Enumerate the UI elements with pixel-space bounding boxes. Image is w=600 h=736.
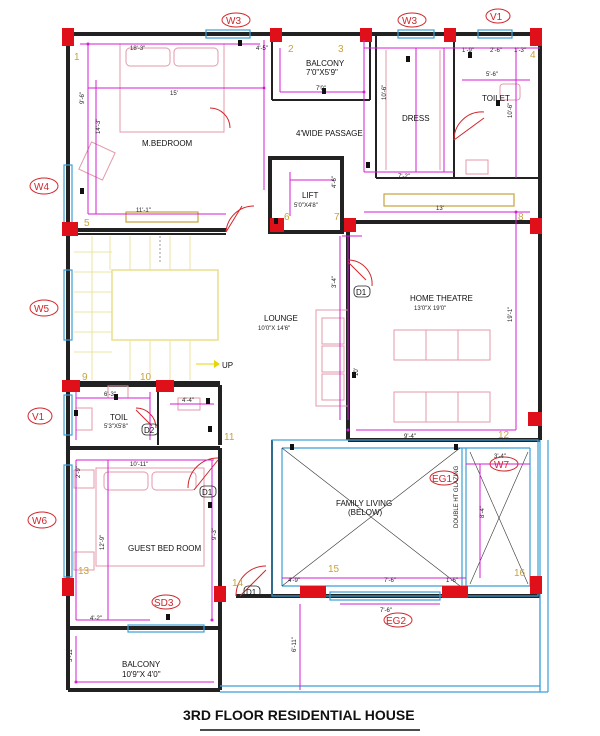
col-num-8: 8 [518, 212, 524, 223]
room-dim-home-theatre: 13'0"X 19'0" [414, 306, 446, 312]
stair-up-label: UP [222, 361, 233, 370]
dim-ht-width: 13' [436, 206, 444, 212]
dim-guest-top: 10'-11" [130, 462, 148, 468]
tag-d1-bottom: D1 [246, 588, 257, 597]
staircase [74, 236, 220, 380]
tag-d1-guest: D1 [202, 488, 213, 497]
col-num-4: 4 [530, 50, 536, 61]
room-dim-lift: 5'0"X4'8" [294, 203, 318, 209]
dim-mb-inner: 15' [170, 91, 178, 97]
dim-eg2-width: 7'-6" [380, 608, 392, 614]
columns [62, 28, 542, 602]
dim-w7-width: 3'-4" [494, 454, 506, 460]
dim-lounge-height: 10' [354, 368, 360, 376]
room-label-lift: LIFT [302, 191, 319, 200]
dim-toil-width: 6'-3" [104, 392, 116, 398]
room-dim-lounge: 10'0"X 14'6" [258, 326, 290, 332]
dim-dress-height: 10'-6" [382, 85, 388, 100]
tag-w6: W6 [32, 516, 47, 527]
tag-d2: D2 [144, 426, 155, 435]
dim-w7-height: 8'-4" [480, 506, 486, 518]
room-label-guest-bedroom: GUEST BED ROOM [128, 544, 202, 553]
dim-ht-bottom: 9'-4" [404, 434, 416, 440]
dim-dress-bottom: 7'-2" [398, 174, 410, 180]
col-num-13: 13 [78, 566, 90, 577]
windows [63, 29, 513, 633]
room-label-guest-toilet: TOIL [110, 413, 128, 422]
col-num-15: 15 [328, 564, 340, 575]
dim-mid-height: 4'-6" [332, 176, 338, 188]
col-num-11: 11 [224, 432, 235, 443]
dim-mb-width: 18'-3" [130, 46, 145, 52]
dim-guest-height: 12'-9" [100, 535, 106, 550]
room-label-balcony-bottom: BALCONY [122, 660, 161, 669]
room-label-home-theatre: HOME THEATRE [410, 294, 473, 303]
dim-toil-sub: 4'-4" [182, 398, 194, 404]
col-num-9: 9 [82, 372, 88, 383]
electrical-points [74, 40, 500, 620]
tag-eg2: EG2 [386, 616, 406, 627]
col-num-16: 16 [514, 568, 526, 579]
room-label-lounge: LOUNGE [264, 314, 298, 323]
tag-v1-top: V1 [490, 12, 503, 23]
opening-tags: W3 W3 V1 W4 W5 V1 W6 W7 EG1 EG2 SD3 D1 D… [27, 8, 519, 628]
dim-fl-left: 4'-9" [288, 578, 300, 584]
dim-top-d: 1'-3" [514, 48, 526, 54]
dim-ht-height: 19'-1" [508, 307, 514, 322]
column-numbers: 1 2 3 4 5 6 7 8 9 10 11 12 13 14 15 16 [74, 44, 536, 589]
tag-w3-left: W3 [226, 16, 241, 27]
col-num-3: 3 [338, 44, 344, 55]
dim-toilet-height: 10'-6" [508, 103, 514, 118]
room-label-master-bedroom: M.BEDROOM [142, 139, 193, 148]
tag-w3-right: W3 [402, 16, 417, 27]
tag-sd3: SD3 [154, 598, 174, 609]
dim-balcony-bottom-height: 3'-11" [68, 647, 74, 662]
col-num-1: 1 [74, 52, 80, 63]
door-swings [135, 107, 485, 597]
col-num-2: 2 [288, 44, 294, 55]
tag-v1-left: V1 [32, 412, 45, 423]
col-num-7: 7 [334, 212, 340, 223]
dim-mb-height: 14'-3" [96, 119, 102, 134]
col-num-14: 14 [232, 578, 244, 589]
dim-guest-bottom: 4'-2" [90, 616, 102, 622]
room-label-balcony-top: BALCONY [306, 59, 345, 68]
tag-w7: W7 [494, 460, 509, 471]
room-dim-balcony-top: 7'0"X5'9" [306, 68, 338, 77]
dim-guest-side: 2'-9" [76, 466, 82, 478]
dim-top-a: 4'-5" [256, 46, 268, 52]
col-num-6: 6 [284, 212, 290, 223]
dimension-lines [74, 40, 540, 690]
tag-w4: W4 [34, 182, 49, 193]
dim-glazing-note: DOUBLE HT GLAZING [454, 465, 460, 528]
room-label-family-living: FAMILY LIVING [336, 499, 392, 508]
room-dim-balcony-bottom: 10'9"X 4'0" [122, 670, 161, 679]
tag-eg1: EG1 [432, 474, 452, 485]
dim-guest-right: 9'-3" [212, 528, 218, 540]
dim-lounge-side: 3'-4" [332, 276, 338, 288]
room-label-dress: DRESS [402, 114, 430, 123]
room-label-family-living-sub: (BELOW) [348, 508, 383, 517]
drawing-title: 3RD FLOOR RESIDENTIAL HOUSE [183, 707, 415, 723]
tag-w5: W5 [34, 304, 49, 315]
dim-balcony-width: 7'0" [316, 86, 326, 92]
dimension-texts: 18'-3" 15' 14'-3" 9'-6" 11'-1" 7'0" 10'-… [68, 46, 526, 662]
col-num-12: 12 [498, 430, 510, 441]
dim-stair-drop: 6'-11" [292, 637, 298, 652]
tag-d1-lounge: D1 [356, 288, 367, 297]
family-living-void [220, 439, 549, 693]
col-num-5: 5 [84, 218, 90, 229]
room-label-passage: 4'WIDE PASSAGE [296, 129, 363, 138]
dim-top-c: 2'-6" [490, 48, 502, 54]
dim-fl-right: 1'-6" [446, 578, 458, 584]
col-num-10: 10 [140, 372, 152, 383]
room-label-toilet-top: TOILET [482, 94, 510, 103]
dim-toilet-width: 5'-6" [486, 72, 498, 78]
room-dim-guest-toilet: 5'3"X5'8" [104, 424, 128, 430]
dim-top-b: 1'-9" [462, 48, 474, 54]
dim-fl-mid: 7'-6" [384, 578, 396, 584]
dim-mb-left: 9'-6" [80, 92, 86, 104]
dim-mb-bottom: 11'-1" [136, 208, 151, 214]
